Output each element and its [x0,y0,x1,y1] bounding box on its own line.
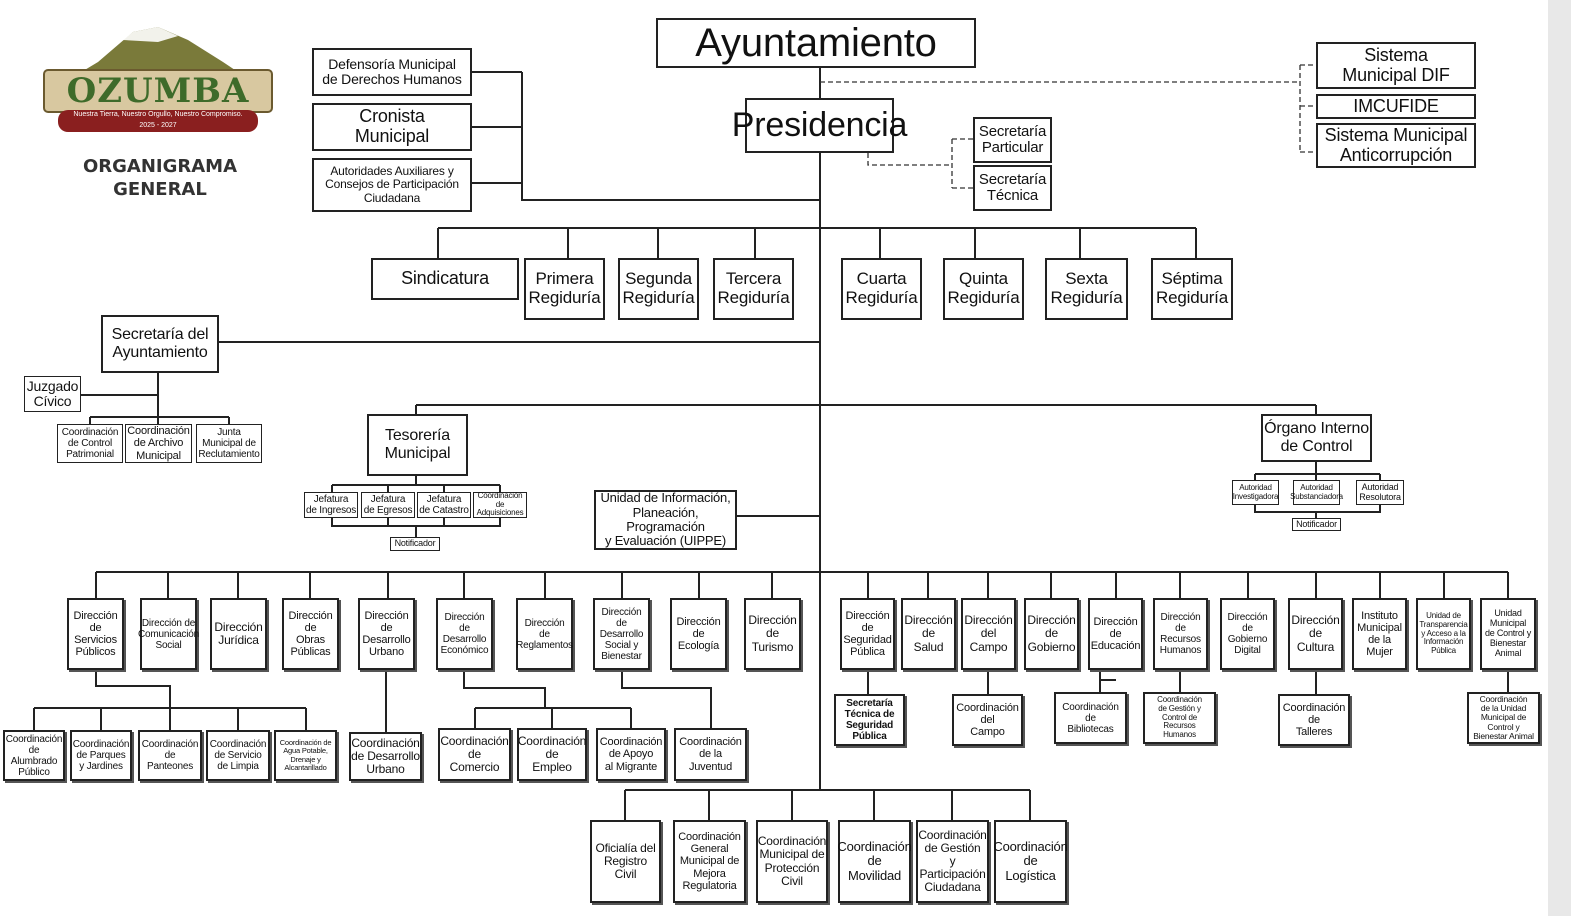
node-dir-servicios-publicos: Dirección de Servicios Públicos [67,598,124,670]
node-coord-limpia: Coordinación de Servicio de Limpia [206,730,270,781]
node-coord-patrimonial: Coordinación de Control Patrimonial [57,424,123,463]
node-coord-movilidad: Coordinación de Movilidad [837,820,912,903]
node-sindicatura: Sindicatura [371,258,519,300]
node-coord-alumbrado: Coordinación de Alumbrado Público [3,730,65,781]
node-dir-obras-publicas: Dirección de Obras Públicas [282,598,339,670]
node-juzgado: Juzgado Cívico [24,376,81,412]
node-sec-ayuntamiento: Secretaría del Ayuntamiento [101,315,219,373]
node-oficialia-registro-civil: Oficialía del Registro Civil [590,820,661,903]
node-regiduria-4: Cuarta Regiduría [841,258,922,320]
node-dir-turismo: Dirección de Turismo [744,598,801,670]
node-instituto-mujer: Instituto Municipal de la Mujer [1352,598,1407,670]
node-dir-recursos-humanos: Dirección de Recursos Humanos [1153,598,1208,670]
node-dir-seguridad-publica: Dirección de Seguridad Pública [840,598,895,670]
node-dir-campo: Dirección del Campo [961,598,1016,670]
node-unidad-transparencia: Unidad de Transparencia y Acceso a la In… [1416,598,1471,670]
chart-heading: ORGANIGRAMA GENERAL [82,156,238,200]
node-coord-empleo: Coordinación de Empleo [517,728,587,781]
node-dir-ecologia: Dirección de Ecología [670,598,727,670]
node-coord-bibliotecas: Coordinación de Bibliotecas [1054,692,1127,744]
node-regiduria-5: Quinta Regiduría [943,258,1024,320]
node-regiduria-7: Séptima Regiduría [1151,258,1233,320]
node-unidad-bienestar-animal: Unidad Municipal de Control y Bienestar … [1480,598,1536,670]
node-cronista: Cronista Municipal [312,103,472,151]
node-dif: Sistema Municipal DIF [1316,42,1476,89]
node-dir-salud: Dirección de Salud [901,598,956,670]
node-autoridades: Autoridades Auxiliares y Consejos de Par… [312,158,472,212]
node-jefatura-catastro: Jefatura de Catastro [417,492,471,518]
node-autoridad-investigadora: Autoridad Investigadora [1232,480,1279,505]
node-coord-logistica: Coordinación de Logística [993,820,1068,903]
node-dir-reglamentos: Dirección de Reglamentos [516,598,573,670]
node-uippe: Unidad de Información, Planeación, Progr… [594,490,737,550]
node-sec-tecnica-seguridad: Secretaría Técnica de Seguridad Pública [834,694,905,746]
node-coord-parques: Coordinación de Parques y Jardines [70,730,132,781]
logo-word: OZUMBA [66,71,250,111]
node-presidencia: Presidencia [732,98,907,153]
node-coord-proteccion-civil: Coordinación Municipal de Protección Civ… [756,820,828,903]
node-coord-talleres: Coordinación de Talleres [1278,694,1350,746]
node-coord-archivo: Coordinación de Archivo Municipal [125,424,192,463]
node-dir-gobierno-digital: Dirección de Gobierno Digital [1220,598,1275,670]
node-jefatura-ingresos: Jefatura de Ingresos [304,492,358,518]
node-coord-comercio: Coordinación de Comercio [438,728,511,781]
node-coord-migrante: Coordinación de Apoyo al Migrante [596,728,666,781]
node-dir-comunicacion-social: Dirección de Comunicación Social [138,598,199,670]
node-dir-educacion: Dirección de Educación [1088,598,1143,670]
node-regiduria-2: Segunda Regiduría [618,258,699,320]
node-coord-unidad-bienestar-animal: Coordinación de la Unidad Municipal de C… [1467,692,1540,744]
logo-years: 2025 - 2027 [139,122,177,129]
node-ayuntamiento: Ayuntamiento [656,18,976,68]
node-dir-desarrollo-economico: Dirección de Desarrollo Económico [436,598,493,670]
node-coord-desarrollo-urbano: Coordinación de Desarrollo Urbano [349,732,422,781]
node-coord-agua-potable: Coordinación de Agua Potable, Drenaje y … [274,730,337,781]
node-regiduria-6: Sexta Regiduría [1045,258,1128,320]
logo-tagline: Nuestra Tierra, Nuestro Orgullo, Nuestro… [73,111,243,118]
node-anticorrupcion: Sistema Municipal Anticorrupción [1316,123,1476,168]
node-regiduria-3: Tercera Regiduría [713,258,794,320]
ozumba-logo: OZUMBA Nuestra Tierra, Nuestro Orgullo, … [38,22,278,147]
node-sec-particular: Secretaría Particular [973,117,1052,163]
node-coord-panteones: Coordinación de Panteones [138,730,202,781]
node-coord-gestion-participacion: Coordinación de Gestión y Participación … [916,820,989,903]
node-organo-interno: Órgano Interno de Control [1261,414,1372,462]
node-coord-adquisiciones: Coordinación de Adquisiciones [473,491,527,518]
node-dir-gobierno: Dirección de Gobierno [1024,598,1079,670]
node-tesoreria: Tesorería Municipal [367,414,468,476]
node-autoridad-resolutora: Autoridad Resolutora [1356,480,1404,505]
node-dir-cultura: Dirección de Cultura [1288,598,1343,670]
node-dir-desarrollo-social: Dirección de Desarrollo Social y Bienest… [593,598,650,670]
node-notificador-oic: Notificador [1292,518,1341,531]
node-regiduria-1: Primera Regiduría [524,258,605,320]
page-edge [1548,0,1571,916]
node-imcufide: IMCUFIDE [1316,94,1476,119]
node-notificador-tesoreria: Notificador [390,537,440,551]
node-coord-campo: Coordinación del Campo [952,694,1023,746]
node-sec-tecnica: Secretaría Técnica [973,165,1052,211]
node-jefatura-egresos: Jefatura de Egresos [361,492,415,518]
node-dir-juridica: Dirección Jurídica [210,598,267,670]
node-junta-reclutamiento: Junta Municipal de Reclutamiento [196,424,262,463]
node-coord-mejora-regulatoria: Coordinación General Municipal de Mejora… [673,820,746,903]
node-autoridad-substanciadora: Autoridad Substanciadora [1290,480,1343,505]
node-dir-desarrollo-urbano: Dirección de Desarrollo Urbano [358,598,415,670]
node-coord-juventud: Coordinación de la Juventud [674,728,747,781]
node-coord-gestion-rh: Coordinación de Gestión y Control de Rec… [1143,692,1216,744]
node-defensoria: Defensoría Municipal de Derechos Humanos [312,48,472,96]
